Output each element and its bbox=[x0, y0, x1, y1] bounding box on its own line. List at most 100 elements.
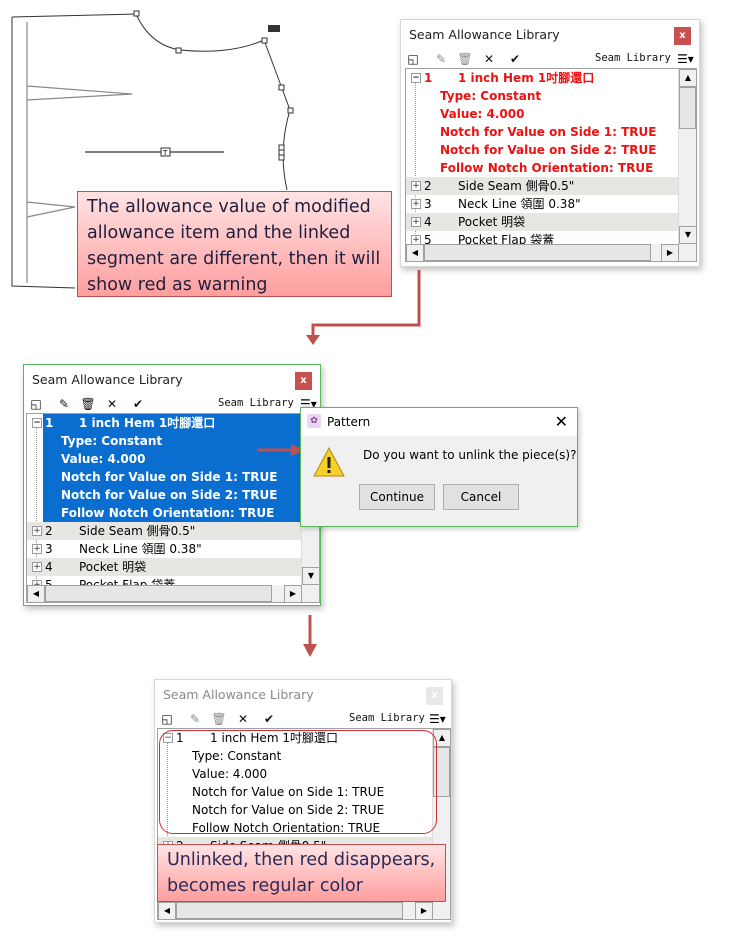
panel-title: Seam Allowance Library bbox=[32, 372, 183, 387]
hscroll-thumb[interactable] bbox=[176, 902, 403, 919]
expand-icon[interactable]: + bbox=[411, 217, 421, 227]
continue-button[interactable]: Continue bbox=[359, 484, 435, 510]
tree-child[interactable]: Notch for Value on Side 2: TRUE bbox=[27, 486, 319, 504]
tree-child[interactable]: Value: 4.000 bbox=[406, 105, 696, 123]
horizontal-scrollbar[interactable]: ◀ ▶ bbox=[27, 585, 319, 602]
collapse-icon[interactable]: − bbox=[411, 73, 421, 83]
item-number: 2 bbox=[424, 179, 432, 193]
tree-child[interactable]: Notch for Value on Side 1: TRUE bbox=[27, 468, 319, 486]
scroll-down-button[interactable]: ▼ bbox=[302, 567, 319, 585]
warning-callout: The allowance value of modified allowanc… bbox=[77, 191, 392, 297]
tree-child[interactable]: Type: Constant bbox=[406, 87, 696, 105]
expand-icon[interactable]: + bbox=[32, 544, 42, 554]
delete-icon[interactable]: 🗑 bbox=[211, 712, 227, 726]
tree-child[interactable]: Follow Notch Orientation: TRUE bbox=[406, 159, 696, 177]
cancel-icon[interactable]: ✕ bbox=[483, 52, 495, 66]
item-label: Side Seam 側骨0.5" bbox=[458, 179, 575, 193]
svg-text:T: T bbox=[162, 149, 168, 157]
tree-child[interactable]: Follow Notch Orientation: TRUE bbox=[158, 819, 450, 837]
pattern-canvas[interactable]: T bbox=[0, 0, 400, 300]
tree-child[interactable]: Follow Notch Orientation: TRUE bbox=[27, 504, 319, 522]
seam-library-panel-warning: Seam Allowance Library x ◱ ✎ 🗑 ✕ ✔ Seam … bbox=[400, 19, 700, 267]
vertical-scrollbar[interactable]: ▲ ▼ bbox=[678, 69, 696, 244]
tree-item-1-selected[interactable]: − 1 1 inch Hem 1吋腳還口 bbox=[27, 414, 319, 432]
edit-icon[interactable]: ✎ bbox=[58, 397, 70, 411]
scroll-thumb[interactable] bbox=[433, 747, 450, 797]
expand-icon[interactable]: + bbox=[32, 562, 42, 572]
panel-titlebar[interactable]: Seam Allowance Library x bbox=[401, 20, 699, 50]
edit-icon[interactable]: ✎ bbox=[189, 712, 201, 726]
item-label: Side Seam 側骨0.5" bbox=[79, 524, 196, 538]
horizontal-scrollbar[interactable]: ◀ ▶ bbox=[406, 244, 696, 261]
edit-icon[interactable]: ✎ bbox=[435, 52, 447, 66]
menu-icon[interactable]: ☰▾ bbox=[429, 712, 446, 726]
tree-line bbox=[415, 78, 416, 248]
tree-child[interactable]: Notch for Value on Side 1: TRUE bbox=[158, 783, 450, 801]
confirm-icon[interactable]: ✔ bbox=[132, 397, 144, 411]
expand-icon[interactable]: + bbox=[411, 199, 421, 209]
child-label: Follow Notch Orientation: TRUE bbox=[61, 506, 275, 520]
allowance-tree[interactable]: − 1 1 inch Hem 1吋腳還口 Type: Constant Valu… bbox=[405, 68, 697, 262]
tree-item[interactable]: +2 Side Seam 側骨0.5" bbox=[406, 177, 696, 195]
item-number: 5 bbox=[424, 233, 432, 247]
scroll-right-button[interactable]: ▶ bbox=[284, 585, 302, 602]
close-button[interactable]: x bbox=[426, 687, 443, 705]
scroll-left-button[interactable]: ◀ bbox=[406, 244, 424, 261]
seam-library-label[interactable]: Seam Library bbox=[349, 712, 425, 724]
cancel-icon[interactable]: ✕ bbox=[106, 397, 118, 411]
delete-icon[interactable]: 🗑 bbox=[457, 52, 473, 66]
scroll-left-button[interactable]: ◀ bbox=[27, 585, 45, 602]
dialog-close-button[interactable]: ✕ bbox=[554, 412, 568, 431]
confirm-icon[interactable]: ✔ bbox=[509, 52, 521, 66]
item-label: 1 inch Hem 1吋腳還口 bbox=[210, 731, 338, 745]
save-icon[interactable]: ◱ bbox=[30, 397, 42, 411]
close-button[interactable]: x bbox=[674, 27, 691, 45]
delete-icon[interactable]: 🗑 bbox=[80, 397, 96, 411]
save-icon[interactable]: ◱ bbox=[407, 52, 419, 66]
menu-icon[interactable]: ☰▾ bbox=[677, 52, 694, 66]
scroll-right-button[interactable]: ▶ bbox=[415, 902, 433, 919]
tree-child[interactable]: Value: 4.000 bbox=[27, 450, 319, 468]
save-icon[interactable]: ◱ bbox=[161, 712, 173, 726]
dialog-message: Do you want to unlink the piece(s)? bbox=[363, 448, 577, 462]
horizontal-scrollbar[interactable]: ◀ ▶ bbox=[158, 902, 450, 919]
hscroll-thumb[interactable] bbox=[45, 585, 272, 602]
close-button[interactable]: x bbox=[295, 372, 312, 390]
flow-arrow-1 bbox=[306, 270, 421, 345]
tree-child[interactable]: Notch for Value on Side 1: TRUE bbox=[406, 123, 696, 141]
expand-icon[interactable]: + bbox=[32, 526, 42, 536]
pattern-outline bbox=[11, 13, 291, 191]
hscroll-thumb[interactable] bbox=[424, 244, 651, 261]
scroll-thumb[interactable] bbox=[679, 87, 696, 129]
expand-icon[interactable]: + bbox=[411, 181, 421, 191]
scroll-down-button[interactable]: ▼ bbox=[679, 226, 696, 244]
collapse-icon[interactable]: − bbox=[32, 418, 42, 428]
child-label: Type: Constant bbox=[192, 749, 282, 763]
seam-library-label[interactable]: Seam Library bbox=[218, 397, 294, 409]
cancel-icon[interactable]: ✕ bbox=[237, 712, 249, 726]
panel-titlebar[interactable]: Seam Allowance Library x bbox=[155, 680, 451, 710]
tree-child[interactable]: Value: 4.000 bbox=[158, 765, 450, 783]
scroll-left-button[interactable]: ◀ bbox=[158, 902, 176, 919]
panel-titlebar[interactable]: Seam Allowance Library x bbox=[24, 365, 320, 395]
scroll-up-button[interactable]: ▲ bbox=[679, 69, 696, 87]
tree-child[interactable]: Notch for Value on Side 2: TRUE bbox=[158, 801, 450, 819]
child-label: Follow Notch Orientation: TRUE bbox=[440, 161, 654, 175]
tree-child[interactable]: Type: Constant bbox=[158, 747, 450, 765]
scroll-right-button[interactable]: ▶ bbox=[661, 244, 679, 261]
cancel-button[interactable]: Cancel bbox=[443, 484, 519, 510]
seam-library-label[interactable]: Seam Library bbox=[595, 52, 671, 64]
unlink-dialog: ✿ Pattern ✕ Do you want to unlink the pi… bbox=[300, 407, 578, 527]
tree-child[interactable]: Type: Constant bbox=[27, 432, 319, 450]
tree-child[interactable]: Notch for Value on Side 2: TRUE bbox=[406, 141, 696, 159]
tree-item-1[interactable]: − 1 1 inch Hem 1吋腳還口 bbox=[406, 69, 696, 87]
confirm-icon[interactable]: ✔ bbox=[263, 712, 275, 726]
dialog-titlebar[interactable]: ✿ Pattern ✕ bbox=[301, 408, 577, 436]
panel-title: Seam Allowance Library bbox=[163, 687, 314, 702]
allowance-tree[interactable]: − 1 1 inch Hem 1吋腳還口 Type: Constant Valu… bbox=[26, 413, 320, 603]
